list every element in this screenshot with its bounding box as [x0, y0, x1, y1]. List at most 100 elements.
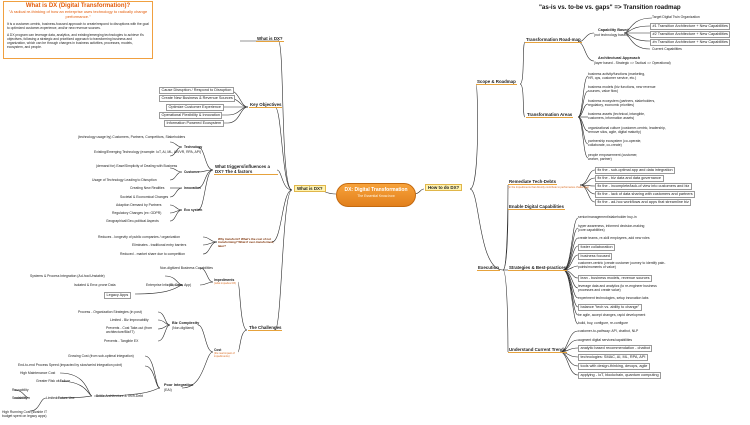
enterprise-info-label[interactable]: Enterprise Info (BI, Data, App) — [146, 283, 192, 287]
influence-item[interactable]: Adaption Demand by Partners — [116, 203, 162, 207]
strategy-item[interactable]: balance "tech vs. ability to change" — [578, 304, 642, 311]
trend-item[interactable]: technologies: SMAC, AI, ML, RPA, API — [578, 354, 648, 361]
strategy-item[interactable]: customer-centric (create customer journe… — [578, 261, 666, 270]
remedy-item[interactable]: fix the - incomplete/lack-of view into c… — [595, 183, 692, 190]
influence-item[interactable]: (demand for) Ease/Simplicity of Dealing … — [96, 164, 178, 168]
strategy-item[interactable]: create teams, re-skill employees, add ne… — [578, 236, 650, 240]
impediment-item[interactable]: Non-digitized Business Capabilities — [160, 266, 213, 270]
trend-item[interactable]: tools with design-thinking, devops, agil… — [578, 363, 650, 370]
running-cost[interactable]: High Running Cost (sizable IT budget spe… — [2, 410, 47, 419]
topic-what-is-dx[interactable]: What is DX? — [294, 185, 326, 192]
influence-item[interactable]: Usage of Technology Leading to Disruptio… — [92, 178, 157, 182]
why-item[interactable]: Reduced - market share due to competitio… — [120, 252, 186, 256]
biz-item[interactable]: Prevents - Cost Take-out (from architect… — [106, 326, 153, 335]
strategy-item[interactable]: lean - business models, revenue sources — [578, 275, 653, 282]
biz-item[interactable]: Limited - Biz Improvability — [110, 318, 149, 322]
future-item[interactable]: Reusability — [12, 388, 29, 392]
ea-tech-label[interactable]: Brittle Architecture & Tech-Debt — [96, 394, 144, 398]
objective-item[interactable]: Information Powered Ecosystem — [164, 120, 224, 127]
capability-item[interactable]: Current Capabilities — [652, 47, 682, 51]
tag-innovation: Innovation — [184, 186, 201, 190]
intro-title: What is DX (Digital Transformation)? — [25, 3, 131, 9]
poor-item[interactable]: Growing Cost (from sub-optimal integrati… — [68, 354, 134, 358]
poor-item[interactable]: End-to-end Process Speed (impacted by sl… — [18, 363, 123, 367]
trend-item[interactable]: augment digital services/capabilities — [578, 338, 633, 342]
topic-strategies-best-practices[interactable]: Strategies & Best-practices — [508, 265, 568, 271]
remedy-item[interactable]: fix the - biz data and data governance — [595, 175, 664, 182]
strategy-item[interactable]: build, buy, configure, re-configure — [578, 321, 629, 325]
influence-item[interactable]: Geographical/Geo-political Aspects — [106, 219, 159, 223]
cost-sub: (the real impact of impediments) — [214, 352, 235, 359]
strategy-item[interactable]: senior/management/stakeholder buy-in — [578, 215, 637, 219]
area-item[interactable]: business assets (technical, intangible, … — [588, 112, 645, 121]
architectural-approach-label[interactable]: Architectural Approach — [598, 56, 641, 60]
strategy-item[interactable]: experiment technologies, setup innovatio… — [578, 296, 649, 300]
capability-item[interactable]: #2 Transition Architecture + New Capabil… — [650, 31, 731, 38]
poor-integration-label[interactable]: Poor Integration — [164, 383, 194, 387]
trend-item[interactable]: analytic based recommendation - chatbot — [578, 345, 653, 352]
influence-item[interactable]: Existing/Emerging Technology (example: I… — [94, 150, 202, 154]
remedy-item[interactable]: fix the - lack of data sharing with cust… — [595, 191, 696, 198]
strategy-item[interactable]: business focused — [578, 253, 613, 260]
topic-transformation-roadmap[interactable]: Transformation Road-map — [525, 37, 582, 43]
intro-paragraph-2: A DX program can leverage data, analytic… — [7, 33, 144, 50]
topic-what-is-dx-sub[interactable]: What is DX? — [256, 36, 284, 42]
strategy-item[interactable]: hyper awareness, informed decision-makin… — [578, 224, 645, 233]
area-item[interactable]: partnership ecosystem (co-operate, colla… — [588, 139, 642, 148]
capability-item[interactable]: Target Digital Twin Organization — [652, 15, 700, 19]
topic-influences[interactable]: What triggers/influences a DX? The 4 fac… — [214, 164, 278, 175]
enterprise-item[interactable]: Isolated & Error-prone Data — [74, 283, 116, 287]
why-item[interactable]: Reduces - longevity of public companies … — [98, 235, 180, 239]
area-item[interactable]: organizational culture (customer-centric… — [588, 126, 666, 135]
topic-current-trends[interactable]: Understand Current Trends — [508, 347, 568, 353]
topic-enable-digital-capabilities[interactable]: Enable Digital Capabilities — [508, 204, 565, 210]
topic-how-to-dx[interactable]: How to do DX? — [425, 184, 463, 191]
trend-item[interactable]: customer-to-pathway: API, chatbot, NLP — [578, 329, 639, 333]
influence-item[interactable]: Regulatory Changes (ex: GDPR) — [112, 211, 162, 215]
objective-item[interactable]: Cause Disruption / Respond to Disruption — [159, 87, 234, 94]
future-use-label[interactable]: Limited Future Use — [46, 396, 75, 400]
remedy-item[interactable]: fix the - sub-optimal app and data integ… — [595, 167, 676, 174]
objective-item[interactable]: Optimize Customer Experience — [166, 104, 224, 111]
biz-item[interactable]: Process - Organization Strategies (in po… — [78, 310, 142, 314]
remedy-item[interactable]: fix the - ad-hoc workflows and apps that… — [595, 199, 692, 206]
area-item[interactable]: business models (biz functions, new reve… — [588, 85, 656, 94]
capability-based-label[interactable]: Capability Based — [598, 28, 629, 32]
central-topic[interactable]: DX: Digital Transformation The Essential… — [336, 183, 416, 207]
objective-item[interactable]: Operational Flexibility & Innovation — [159, 112, 223, 119]
topic-scope-roadmap[interactable]: Scope & Roadmap — [476, 79, 517, 85]
area-item[interactable]: business ecosystem (partners, stakeholde… — [588, 99, 656, 108]
cost-label[interactable]: Cost — [214, 348, 222, 352]
trend-item[interactable]: applying - IoT, blockchain, quantum comp… — [578, 372, 662, 379]
influence-item[interactable]: (technology usage by) Customers, Partner… — [78, 135, 186, 139]
eatech-item[interactable]: Greater Risk of Failure — [36, 379, 71, 383]
objective-item[interactable]: Create New Business & Revenue Sources — [159, 95, 236, 102]
intro-box: What is DX (Digital Transformation)? "A … — [3, 1, 153, 59]
topic-execution[interactable]: Execution — [477, 265, 500, 271]
topic-key-objectives[interactable]: Key Objectives — [249, 102, 283, 108]
topic-why-transform[interactable]: Why transform? What's the cost of not tr… — [218, 237, 274, 248]
topic-challenges[interactable]: The Challenges — [248, 325, 283, 331]
influence-item[interactable]: Societal & Economical Changes — [120, 195, 169, 199]
capability-item[interactable]: #n Transition Architecture + New Capabil… — [650, 39, 731, 46]
topic-transformation-areas[interactable]: Transformation Areas — [526, 112, 574, 118]
architectural-approach-sub: (layer based - Strategic => Tactical => … — [594, 61, 671, 65]
enterprise-item[interactable]: Legacy Apps — [104, 292, 131, 299]
eatech-item[interactable]: High Maintenance Cost — [20, 371, 56, 375]
enterprise-item[interactable]: Systems & Process Integration (Ad-hoc/Un… — [30, 274, 105, 278]
topic-remediate-tech-debts[interactable]: Remediate Tech-Debts — [508, 179, 558, 185]
influence-item[interactable]: Creating New Realities — [130, 186, 165, 190]
tag-ecosystem: Eco system — [184, 208, 203, 212]
biz-item[interactable]: Prevents - Tangible EX — [104, 339, 139, 343]
area-item[interactable]: business activity/functions (marketing, … — [588, 72, 646, 81]
strategy-item[interactable]: foster collaboration — [578, 244, 616, 251]
strategy-item[interactable]: be agile, accept changes, rapid developm… — [578, 313, 646, 317]
impediments-label[interactable]: Impediments — [214, 278, 235, 282]
biz-complexity-label[interactable]: Biz Complexity — [172, 321, 200, 325]
capability-item[interactable]: #1 Transition Architecture + New Capabil… — [650, 23, 731, 30]
strategy-item[interactable]: leverage data and analytics (to re-engin… — [578, 284, 657, 293]
area-item[interactable]: people empowerment (customer, worker, pa… — [588, 153, 638, 162]
future-item[interactable]: Scalability — [12, 396, 28, 400]
why-item[interactable]: Eliminates - traditional entry barriers — [132, 243, 187, 247]
